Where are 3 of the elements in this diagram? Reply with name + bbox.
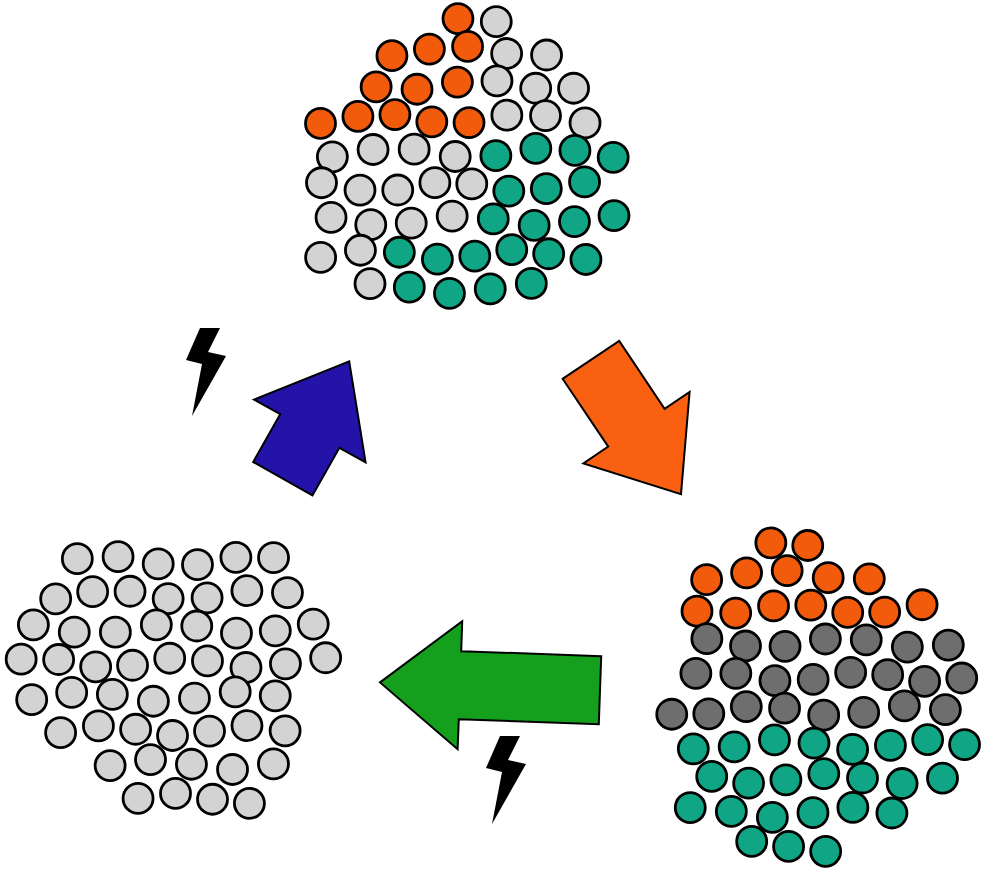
block-arrow [561,339,691,496]
block-arrow [251,360,367,497]
block-arrow [378,619,603,752]
